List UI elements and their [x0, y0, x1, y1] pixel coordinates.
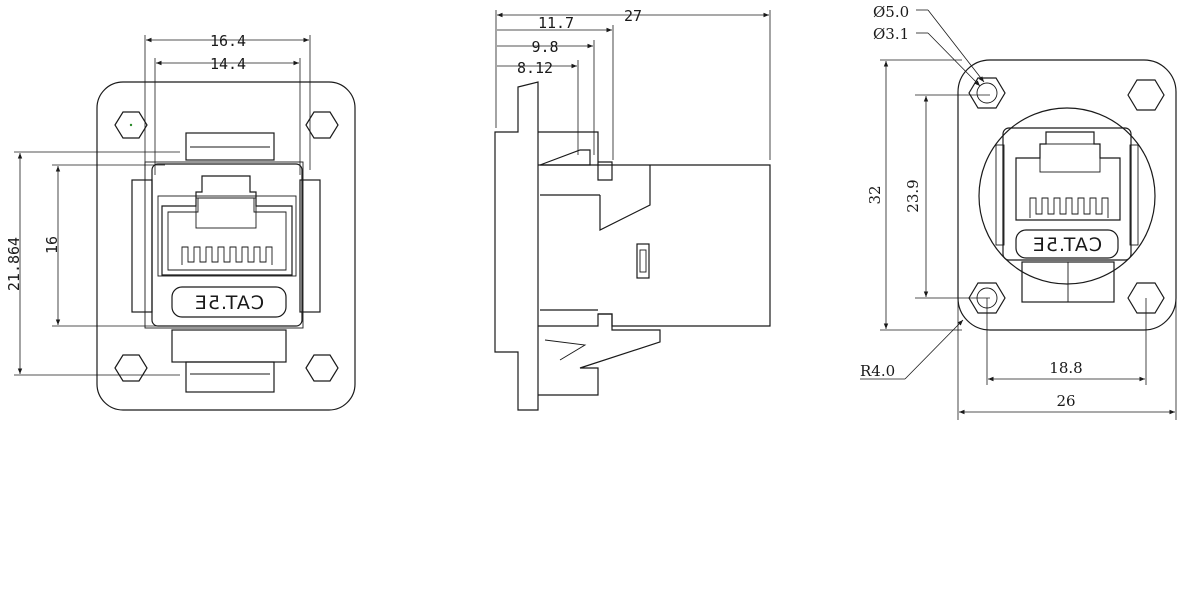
- front-height-outer-dim: 21.864: [5, 237, 23, 291]
- front-width-outer-dim: 16.4: [210, 32, 246, 50]
- side-dim-9-8: 9.8: [531, 38, 558, 56]
- front-width-inner-dim: 14.4: [210, 55, 246, 73]
- rear-mount-hole-tl: [968, 77, 1006, 109]
- front-mount-hole-center-mark: [129, 123, 133, 127]
- front-keystone-body: [151, 163, 303, 327]
- rear-hole-pitch-v-dim: 23.9: [904, 179, 922, 212]
- front-left-wing: [131, 179, 153, 313]
- rear-rj45-contacts: [1029, 197, 1109, 218]
- front-mount-hole-tl: [114, 111, 148, 139]
- front-cat5e-badge: [171, 286, 287, 318]
- side-upper-latch: [538, 131, 613, 181]
- rear-hole-outer-dia: Ø5.0: [873, 3, 909, 21]
- rear-round-body: [978, 107, 1156, 285]
- side-dim-11-7: 11.7: [538, 14, 574, 32]
- rear-mount-hole-br: [1127, 282, 1165, 314]
- side-window-slot: [636, 243, 650, 279]
- front-bottom-latch: [185, 361, 275, 393]
- rear-corner-radius: R4.0: [860, 362, 895, 380]
- rear-cat5e-badge: [1015, 229, 1119, 259]
- front-cat5e-label: CAT.5E: [194, 292, 264, 314]
- side-dim-8-12: 8.12: [517, 59, 553, 77]
- rear-height-dim: 32: [866, 185, 884, 204]
- side-view: 27 11.7 9.8 8.12: [494, 7, 771, 411]
- side-flange: [494, 81, 539, 411]
- rear-hole-pitch-h-dim: 18.8: [1049, 359, 1082, 377]
- front-flange-outline: [96, 81, 356, 411]
- side-total-length-dim: 27: [624, 7, 642, 25]
- front-top-latch: [185, 132, 275, 161]
- rear-keystone-body: [1002, 127, 1132, 261]
- rear-width-dim: 26: [1056, 392, 1075, 410]
- front-mount-hole-br: [305, 354, 339, 382]
- front-view: CAT.5E 16.4 14.4 21.864 16: [5, 32, 356, 411]
- side-lower-latch: [538, 313, 661, 396]
- front-bottom-body: [171, 329, 287, 363]
- front-rj45-port: [161, 175, 293, 276]
- rear-flange-outline: [957, 59, 1177, 331]
- front-rj45-contacts: [181, 246, 273, 265]
- front-right-wing: [299, 179, 321, 313]
- front-mount-hole-tr: [305, 111, 339, 139]
- rear-mount-hole-tr: [1127, 79, 1165, 111]
- front-mount-hole-bl: [114, 354, 148, 382]
- rear-cat5e-label: CAT.5E: [1032, 234, 1102, 256]
- rear-rj45-port: [1015, 131, 1121, 221]
- side-main-body: [538, 164, 771, 327]
- rear-hole-inner-dia: Ø3.1: [873, 25, 909, 43]
- rear-view: CAT.5E Ø5.0 Ø3.1 32 23.9 R4.0 18.8 2: [860, 3, 1177, 420]
- front-rj45-latch-slot: [195, 197, 257, 229]
- front-height-inner-dim: 16: [43, 236, 61, 254]
